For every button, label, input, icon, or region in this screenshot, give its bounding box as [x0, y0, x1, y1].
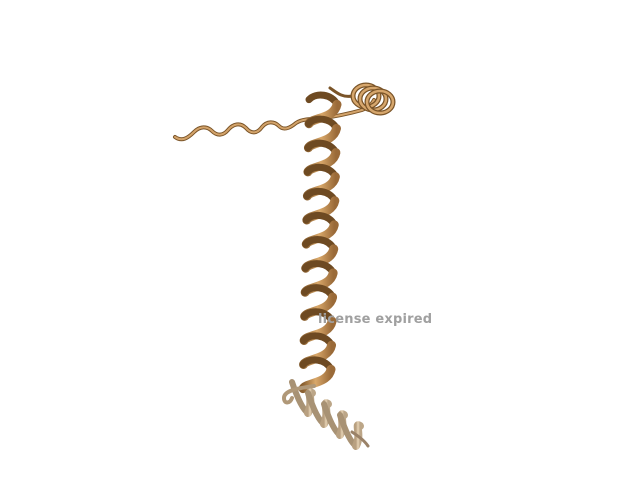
- n-terminal-coil: [173, 86, 376, 142]
- central-long-helix: [298, 91, 342, 394]
- bottom-helix: [281, 379, 364, 450]
- inter-helix-loop: [281, 384, 316, 405]
- bottom-helix-turn-front: [352, 421, 364, 450]
- c-terminal-coil: [350, 430, 370, 448]
- license-watermark: license expired: [318, 312, 433, 327]
- top-short-helix: [350, 82, 396, 116]
